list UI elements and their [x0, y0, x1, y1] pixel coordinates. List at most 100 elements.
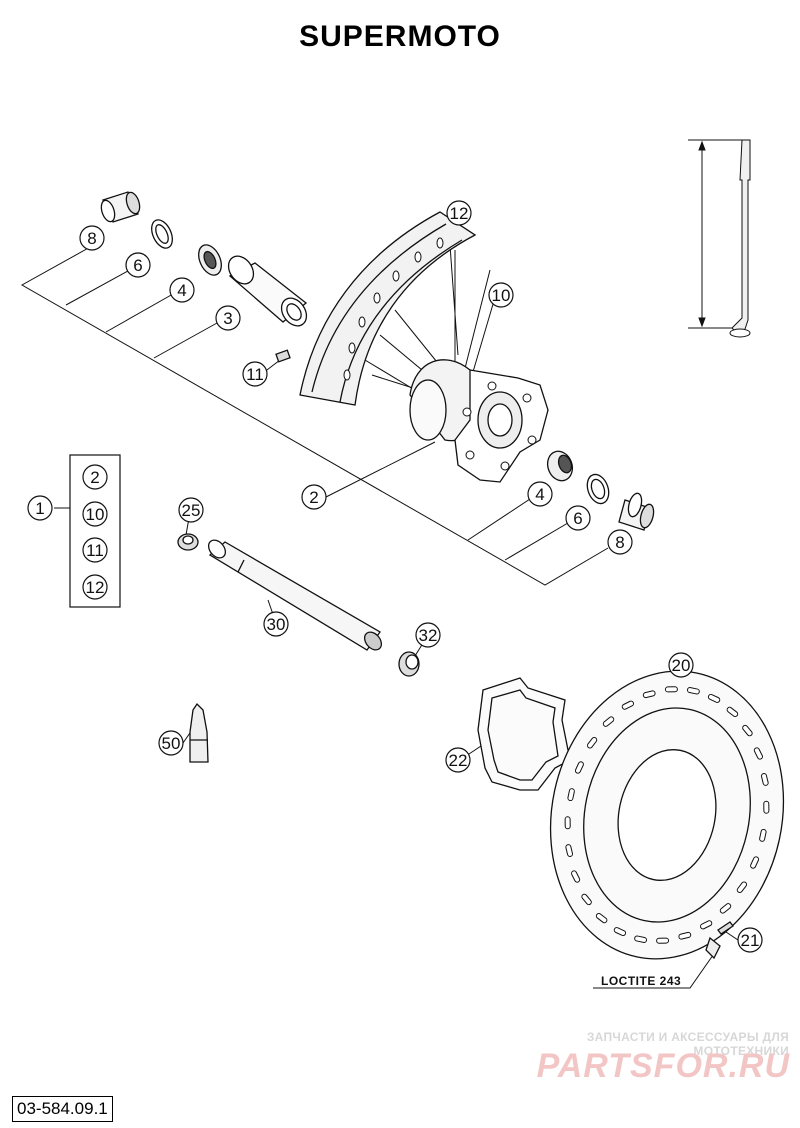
callout-label: 12: [450, 204, 469, 223]
disc-slot: [719, 903, 732, 914]
diagram-title: SUPERMOTO: [299, 20, 501, 53]
wheel-hub: [409, 359, 549, 483]
callout-3: 3: [215, 305, 241, 331]
seal-ring-upper: [151, 219, 173, 249]
callout-label: 25: [182, 501, 201, 520]
callout-8-lower: 8: [607, 529, 633, 555]
disc-slot: [753, 747, 763, 760]
axle-spacer: [398, 651, 420, 677]
disc-slot: [571, 870, 581, 883]
loctite-bottle: [189, 702, 209, 763]
callout-label: 11: [86, 541, 104, 560]
disc-slot: [567, 788, 575, 802]
disc-slot: [699, 920, 713, 930]
spoke-nipple: [275, 349, 291, 363]
callout-10-spokes: 10: [488, 282, 514, 308]
callout-label: 11: [246, 365, 264, 384]
bushing-lower: [618, 492, 655, 531]
rim-segment: [299, 211, 477, 406]
disc-slot: [634, 935, 648, 943]
callout-label: 12: [86, 578, 105, 597]
disc-slot: [759, 828, 767, 842]
disc-slot: [763, 800, 770, 814]
disc-slot: [564, 816, 571, 830]
wheel-axle: [207, 539, 383, 651]
shaft-seal: [177, 533, 199, 551]
disc-slot: [750, 856, 760, 869]
disc-slot: [642, 690, 656, 699]
callout-label: 2: [90, 468, 99, 487]
disc-slot: [565, 844, 574, 857]
callout-label: 10: [492, 286, 511, 305]
disc-slot: [726, 706, 739, 718]
callouts: 8 6 4 3 11 12 10 2 4 6 8 25 30 32 50 22 …: [27, 200, 763, 953]
callout-6-upper: 6: [125, 252, 151, 278]
callout-label: 30: [267, 615, 286, 634]
callout-label: 4: [535, 485, 544, 504]
callout-6-lower: 6: [565, 505, 591, 531]
disc-slot: [621, 700, 635, 710]
kit-item-12: 12: [82, 574, 108, 600]
callout-label: 21: [741, 931, 760, 950]
callout-label: 3: [223, 309, 232, 328]
watermark-tagline: ЗАПЧАСТИ И АКСЕССУАРЫ ДЛЯ МОТОТЕХНИКИ: [586, 1030, 789, 1058]
bearing-upper: [198, 244, 222, 276]
kit-item-2: 2: [82, 464, 108, 490]
bearing-lower: [546, 450, 574, 482]
callout-label: 6: [573, 509, 582, 528]
callout-label: 50: [162, 734, 181, 753]
seal-ring-lower: [586, 473, 610, 505]
callout-label: 1: [35, 499, 44, 518]
callout-30: 30: [263, 611, 289, 637]
callout-label: 4: [177, 281, 186, 300]
callout-22: 22: [445, 747, 471, 773]
callout-11-nipple: 11: [242, 361, 268, 387]
callout-label: 6: [133, 256, 142, 275]
callout-label: 2: [309, 488, 318, 507]
watermark-logo: PARTSFOR.RU: [536, 1047, 790, 1085]
loctite-note: LOCTITE 243: [601, 974, 682, 988]
callout-21: 21: [737, 927, 763, 953]
disc-slot: [736, 881, 748, 894]
brake-disc: [549, 670, 785, 960]
callout-label: 32: [419, 626, 438, 645]
disc-slot: [742, 724, 753, 737]
disc-slot: [664, 686, 678, 693]
disc-slot: [595, 912, 608, 924]
spoke-length-gauge: [688, 139, 751, 338]
callout-32: 32: [415, 622, 441, 648]
kit-item-11: 11: [82, 537, 108, 563]
callout-20: 20: [668, 652, 694, 678]
kit-bracket: [69, 454, 121, 608]
bushing-upper: [100, 191, 141, 223]
callout-4-upper: 4: [169, 277, 195, 303]
callout-1-kit: 1: [27, 495, 53, 521]
disc-bolt: [705, 921, 734, 960]
callout-50: 50: [158, 730, 184, 756]
callout-8-upper: 8: [79, 225, 105, 251]
disc-slot: [707, 693, 721, 703]
disc-slot: [678, 931, 692, 940]
callout-25: 25: [178, 497, 204, 523]
disc-slot: [760, 773, 769, 786]
callout-label: 22: [449, 751, 468, 770]
document-code: 03-584.09.1: [12, 1096, 113, 1122]
callout-label: 8: [87, 229, 96, 248]
disc-slot: [602, 716, 615, 727]
callout-label: 20: [672, 656, 691, 675]
disc-slot: [686, 687, 700, 695]
disc-slot: [574, 761, 584, 774]
kit-item-10: 10: [82, 501, 108, 527]
disc-slots: [564, 686, 770, 944]
callout-4-lower: 4: [527, 481, 553, 507]
callout-label: 10: [86, 505, 105, 524]
callout-2-hub: 2: [301, 484, 327, 510]
disc-slot: [586, 736, 598, 749]
callout-label: 8: [615, 533, 624, 552]
callout-12-rim: 12: [446, 200, 472, 226]
disc-slot: [581, 893, 592, 906]
disc-spacer: [477, 677, 571, 791]
spacer-tube: [227, 255, 308, 327]
disc-slot: [656, 937, 670, 944]
disc-slot: [613, 927, 627, 937]
